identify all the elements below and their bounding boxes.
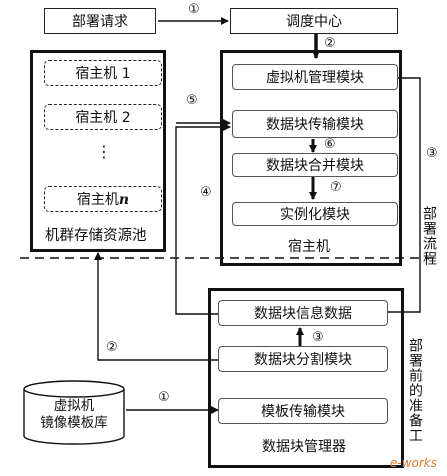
pre-deploy-label: 部署前的准备工 [407,338,423,443]
arrow-vm-to-info-data [369,77,421,316]
vm-management-module: 虚拟机管理模块 [232,64,398,90]
block-info-data: 数据块信息数据 [218,300,388,326]
block-manager-label: 数据块管理器 [262,439,346,455]
instantiation-module: 实例化模块 [232,202,398,226]
instantiation-label: 实例化模块 [280,207,350,223]
block-split-label: 数据块分割模块 [254,352,352,368]
step-1-top: ① [188,2,200,17]
step-5: ⑤ [186,93,198,108]
dispatch-center-label: 调度中心 [286,14,342,30]
dispatch-center-box: 调度中心 [230,8,398,34]
host-machine-label: 宿主机 [288,239,330,255]
deploy-flow-label: 部署流程 [421,206,437,266]
block-merge-module: 数据块合并模块 [232,153,398,177]
pool-host-2: 宿主机 2 [44,104,162,130]
block-split-module: 数据块分割模块 [218,346,388,372]
pool-host-1-label: 宿主机 1 [75,66,131,82]
block-transfer-label: 数据块传输模块 [266,117,364,133]
block-transfer-module: 数据块传输模块 [232,110,398,138]
block-manager-container [208,288,404,468]
vm-template-db-line2: 镜像模板库 [40,415,108,431]
arrow-info-data-to-transfer [175,123,231,315]
block-merge-label: 数据块合并模块 [266,158,364,174]
database-icon [23,380,125,445]
step-3-right: ③ [426,146,438,161]
step-3-bottom: ③ [312,330,324,345]
pool-host-n-suffix: n [118,192,130,208]
cluster-storage-pool [30,50,166,252]
vm-management-label: 虚拟机管理模块 [266,70,364,86]
pool-ellipsis: ⋮ [96,142,112,161]
watermark: e-works [390,456,438,470]
vm-template-db-label: 虚拟机 镜像模板库 [24,398,124,432]
pool-host-n-prefix: 宿主机 [76,192,119,208]
deploy-request-box: 部署请求 [44,8,156,34]
host-machine-container [220,50,402,266]
pool-host-2-label: 宿主机 2 [75,110,131,126]
step-7: ⑦ [330,180,342,195]
block-info-data-label: 数据块信息数据 [254,306,352,322]
arrow-split-to-pool [94,252,220,361]
template-transfer-label: 模板传输模块 [261,404,345,420]
pool-host-1: 宿主机 1 [44,60,162,86]
step-6: ⑥ [324,137,336,152]
pool-host-n-label: 宿主机n [77,189,129,209]
step-4: ④ [200,185,212,200]
cluster-pool-label: 机群存储资源池 [45,228,147,244]
step-2-top: ② [324,36,336,51]
template-transfer-module: 模板传输模块 [218,398,388,424]
pool-host-n: 宿主机n [44,186,162,212]
step-2-left: ② [106,340,118,355]
step-1-bottom: ① [158,390,170,405]
vm-template-db-line1: 虚拟机 [53,398,95,414]
deploy-request-label: 部署请求 [72,14,128,30]
